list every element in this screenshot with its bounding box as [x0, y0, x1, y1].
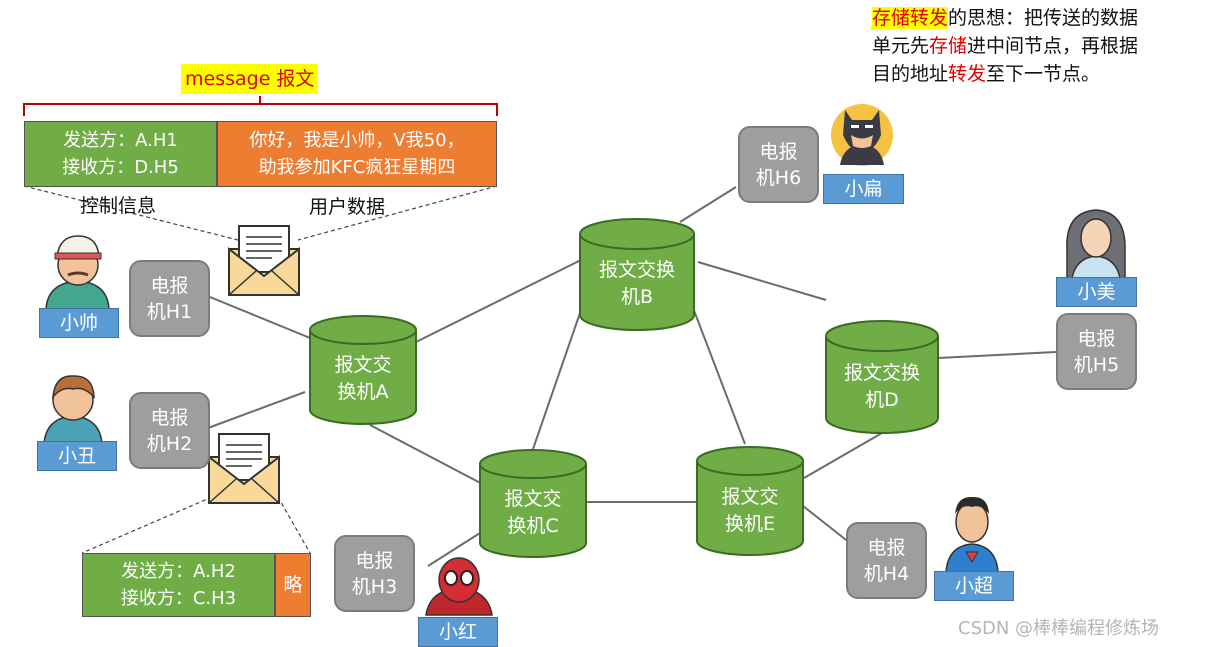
host-h1: 电报 机H1: [129, 260, 210, 337]
host-h5-label-2: 机H5: [1073, 353, 1120, 376]
person-name-h3: 小红: [418, 617, 498, 647]
host-h6-label-2: 机H6: [755, 166, 802, 189]
link-e-h4: [802, 505, 851, 544]
person-name-h2: 小丑: [37, 441, 117, 471]
note-line-2: 单元先存储进中间节点，再根据: [872, 32, 1212, 60]
dashed-guides: [23, 185, 498, 554]
person-avatar-icon: [831, 104, 893, 166]
switch-e-shape: [696, 446, 804, 556]
link-h1-a: [204, 294, 316, 341]
switch-d-shape: [825, 320, 939, 434]
link-b-e: [689, 299, 746, 445]
person-name-h6: 小扁: [823, 174, 904, 204]
store-and-forward-note: 存储转发的思想：把传送的数据 单元先存储进中间节点，再根据 目的地址转发至下一节…: [872, 4, 1212, 88]
host-h2-label-2: 机H2: [146, 432, 193, 455]
envelope-icon: [228, 225, 300, 296]
message-brace: [23, 96, 498, 116]
network-links: [204, 186, 1057, 567]
note-line-2-a: 单元先: [872, 35, 930, 57]
control-info-box: 发送方：A.H1 接收方：D.H5: [24, 121, 217, 187]
envelope-icon: [208, 433, 280, 504]
message-title: message 报文: [181, 64, 319, 94]
link-c-h3: [427, 532, 481, 567]
link-a-b: [409, 257, 586, 346]
note-line-3-a: 目的地址: [872, 63, 949, 85]
switch-b-shape: [579, 218, 695, 331]
link-a-c: [369, 424, 489, 488]
control-sender: 发送方：A.H1: [63, 130, 178, 151]
link-d-h5: [937, 351, 1057, 359]
note-line-2-b: 进中间节点，再根据: [967, 35, 1139, 57]
host-h4-label-1: 电报: [867, 536, 906, 559]
link-h2-a: [207, 391, 306, 429]
host-h1-label-1: 电报: [150, 274, 189, 297]
message2-omitted-box: 略: [275, 553, 311, 617]
switch-c-shape: [479, 449, 587, 558]
person-name-h4: 小超: [934, 571, 1014, 601]
watermark: CSDN @棒棒编程修炼场: [958, 618, 1160, 639]
note-line-3: 目的地址转发至下一节点。: [872, 60, 1212, 88]
host-h4-label-2: 机H4: [863, 562, 910, 585]
note-line-1-rest: 的思想：把传送的数据: [948, 7, 1139, 29]
message2-sender: 发送方：A.H2: [121, 561, 236, 582]
note-line-3-red: 转发: [948, 63, 987, 85]
link-e-d: [803, 432, 883, 479]
message2-control-box: 发送方：A.H2 接收方：C.H3: [82, 553, 275, 617]
host-h2-label-1: 电报: [150, 406, 189, 429]
user-data-line-1: 你好，我是小帅，V我50，: [249, 130, 465, 151]
user-data-label: 用户数据: [309, 196, 386, 218]
host-h6: 电报 机H6: [738, 126, 819, 203]
person-avatar-icon: [45, 235, 110, 311]
note-line-2-red: 存储: [929, 35, 968, 57]
person-avatar-icon: [43, 375, 103, 445]
host-h5: 电报 机H5: [1056, 313, 1137, 390]
switch-a-shape: [309, 315, 417, 425]
note-line-3-b: 至下一节点。: [986, 63, 1101, 85]
person-avatar-icon: [1066, 209, 1126, 279]
message2-omitted: 略: [283, 573, 303, 596]
host-h5-label-1: 电报: [1077, 327, 1116, 350]
user-data-line-2: 助我参加KFC疯狂星期四: [258, 157, 456, 178]
host-h2: 电报 机H2: [129, 392, 210, 469]
person-name-h1: 小帅: [39, 308, 119, 338]
host-h4: 电报 机H4: [846, 522, 927, 599]
message2-receiver: 接收方：C.H3: [120, 588, 237, 609]
host-h3-label-1: 电报: [355, 549, 394, 572]
host-h6-label-1: 电报: [759, 140, 798, 163]
person-avatar-icon: [425, 557, 493, 616]
host-h3-label-2: 机H3: [351, 575, 398, 598]
user-data-box: 你好，我是小帅，V我50， 助我参加KFC疯狂星期四: [217, 121, 497, 187]
host-h3: 电报 机H3: [334, 535, 415, 612]
note-highlight: 存储转发: [872, 7, 949, 29]
note-line-1: 存储转发的思想：把传送的数据: [872, 4, 1212, 32]
link-b-h6: [679, 186, 737, 223]
person-avatar-icon: [945, 496, 999, 573]
link-b-d: [697, 261, 827, 301]
link-b-c: [531, 312, 581, 453]
control-receiver: 接收方：D.H5: [62, 157, 179, 178]
control-info-label: 控制信息: [80, 195, 157, 217]
host-h1-label-2: 机H1: [146, 300, 193, 323]
person-name-h5: 小美: [1056, 277, 1137, 307]
